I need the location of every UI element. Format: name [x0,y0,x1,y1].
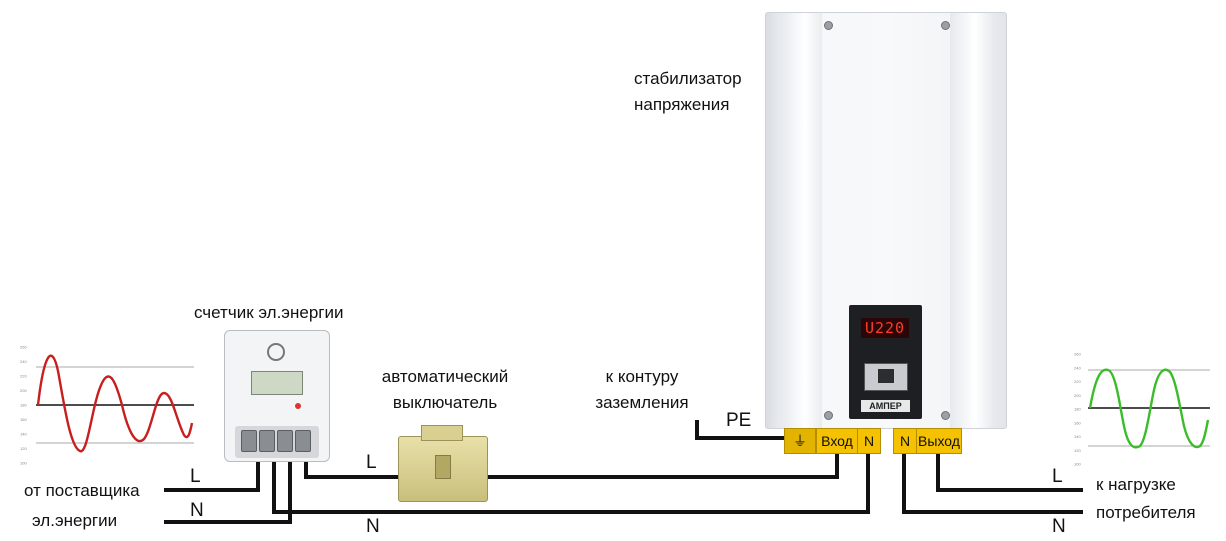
voltage-display: U220 [861,318,909,338]
meter-indicator-led [295,403,301,409]
breaker-label-line2: выключатель [392,393,498,412]
stabilizer-label: стабилизатор напряжения [634,68,742,116]
power-switch[interactable] [864,363,908,391]
ground-label: к контуру заземления [582,366,702,414]
wire-pe [695,420,790,440]
stabilizer-control-panel: U220 АМПЕР [849,305,922,419]
meter-seal [267,343,285,361]
meter-terminal [259,430,275,452]
wire-output-n [902,452,1083,514]
graph-tick-label: 140 [20,432,27,437]
wire-label-n-in: N [190,500,204,521]
wire-output-l [936,452,1083,492]
graph-tick-label: 200 [1074,393,1081,398]
graph-tick-label: 160 [1074,420,1081,425]
graph-tick-label: 100 [1074,462,1081,467]
stabilizer-label-line1: стабилизатор [634,69,742,88]
wire-breaker-to-input [486,452,839,479]
mount-screw [941,21,950,30]
output-voltage-graph: 260 240 220 200 180 160 140 120 100 [1074,352,1210,467]
stabilizer-side-rib-right [950,13,992,428]
breaker-top-cap [421,425,463,441]
wire-label-n-mid: N [366,516,380,537]
wire-label-l-in: L [190,466,201,487]
wire-meter-l-out [304,458,400,479]
graph-tick-label: 260 [20,345,27,350]
load-label: к нагрузке потребителя [1096,474,1196,524]
brand-logo: АМПЕР [861,400,910,412]
load-label-line1: к нагрузке [1096,475,1176,494]
wire-supply-l [164,458,260,492]
wire-label-l-out: L [1052,466,1063,487]
ground-label-line1: к контуру [605,367,679,386]
graph-tick-label: 240 [20,359,27,364]
terminal-input-n: N [857,428,881,454]
graph-tick-label: 160 [20,417,27,422]
meter-terminal [241,430,257,452]
graph-tick-label: 240 [1074,365,1081,370]
mount-screw [824,411,833,420]
terminal-output: Выход [916,428,962,454]
meter-terminal [277,430,293,452]
power-switch-lever [878,369,894,383]
circuit-breaker [398,425,488,502]
wire-supply-n [164,458,292,524]
graph-tick-label: 120 [20,446,27,451]
graph-tick-label: 120 [1074,448,1081,453]
meter-terminal [295,430,311,452]
terminal-pe: ⏚ [784,428,816,454]
load-label-line2: потребителя [1096,503,1196,522]
output-voltage-wave [1088,368,1210,449]
input-voltage-wave [36,354,194,453]
ground-label-line2: заземления [595,393,689,412]
graph-tick-label: 260 [1074,352,1081,357]
stabilizer-label-line2: напряжения [634,95,730,114]
supplier-label-line2: эл.энергии [32,511,118,530]
graph-tick-label: 180 [20,403,27,408]
meter-lcd-screen [251,371,303,395]
supplier-label-line1: от поставщика [24,481,140,500]
wire-label-pe: PE [726,410,752,431]
breaker-lever[interactable] [435,455,451,479]
graph-tick-label: 200 [20,388,27,393]
graph-tick-label: 140 [1074,434,1081,439]
input-voltage-graph: 260 240 220 200 180 160 140 120 100 [20,345,194,466]
terminal-output-n: N [893,428,917,454]
mount-screw [824,21,833,30]
graph-tick-label: 220 [20,374,27,379]
meter-label: счетчик эл.энергии [194,303,344,322]
voltage-stabilizer: U220 АМПЕР [765,12,1007,429]
graph-tick-label: 180 [1074,407,1081,412]
breaker-label-line1: автоматический [381,367,509,386]
supplier-label: от поставщика эл.энергии [24,480,140,532]
breaker-label: автоматический выключатель [360,366,530,414]
meter-terminal-block [235,426,319,458]
terminal-input: Вход [816,428,858,454]
electricity-meter [224,330,330,462]
graph-tick-label: 100 [20,461,27,466]
mount-screw [941,411,950,420]
wire-label-n-out: N [1052,516,1066,537]
stabilizer-side-rib-left [780,13,822,428]
wire-label-l-mid: L [366,452,377,473]
wire-meter-n-out [272,452,870,514]
graph-tick-label: 220 [1074,379,1081,384]
